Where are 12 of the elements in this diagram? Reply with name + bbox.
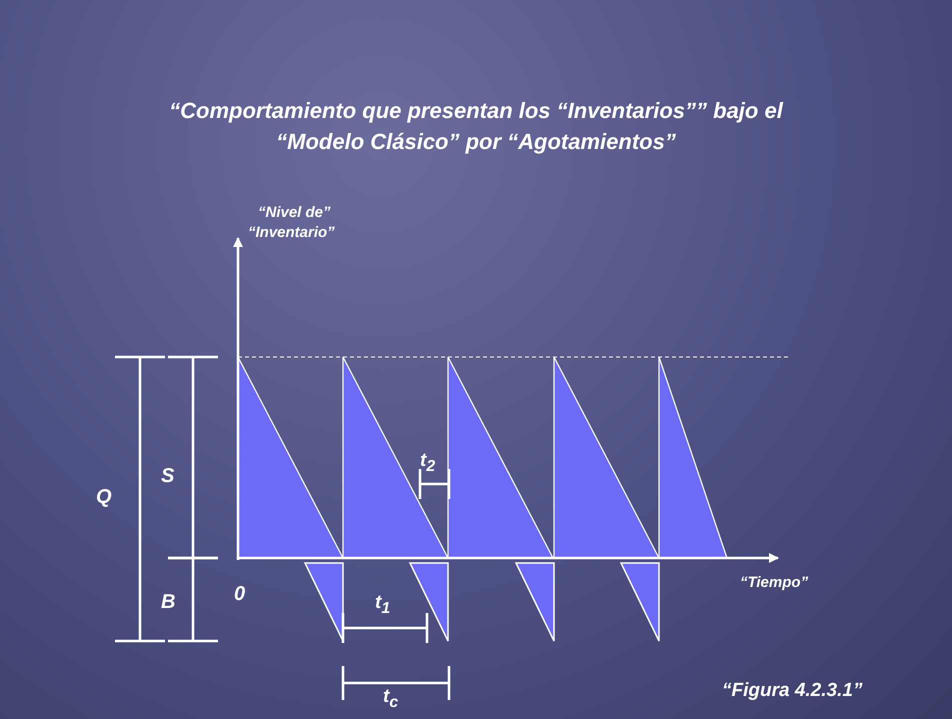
dimension-label: t$_{c}$ <box>383 686 398 712</box>
axis-label: “Nivel de” <box>258 204 331 221</box>
dimension-label: t$_{1}$ <box>375 592 390 618</box>
dimension-label: t$_{2}$ <box>420 450 436 476</box>
chart-title: “Comportamiento que presentan los “Inventarios”” bajo el “Modelo Clásico” por “Agotamientos” <box>168 97 784 156</box>
dimension-label: S <box>161 465 174 488</box>
axis-label: “Inventario” <box>248 224 335 241</box>
figure-caption: “Figura 4.2.3.1” <box>722 680 862 702</box>
dimension-label: Q <box>96 486 112 509</box>
origin-label: 0 <box>234 583 246 606</box>
axis-label: “Tiempo” <box>740 574 808 591</box>
dimension-label: B <box>161 591 176 614</box>
